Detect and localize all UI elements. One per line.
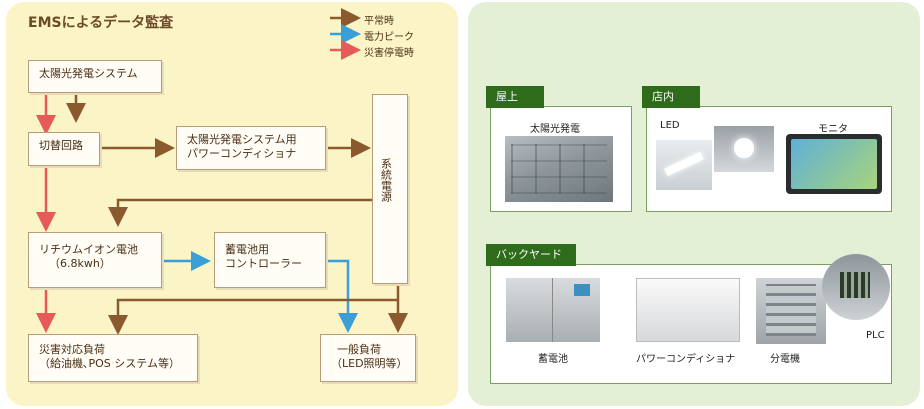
- node-general-line2: （LED照明等）: [331, 357, 408, 370]
- pcs-photo: [636, 278, 740, 342]
- node-grid-text: 系統電源: [379, 158, 393, 202]
- panel-label: 分電機: [770, 354, 800, 365]
- node-switch-circuit: 切替回路: [28, 132, 100, 166]
- solar-panel-photo: [505, 136, 613, 202]
- node-battery-line1: リチウムイオン電池: [39, 243, 138, 256]
- node-controller-line2: コントローラー: [225, 257, 302, 270]
- node-pcs-line1: 太陽光発電システム用: [187, 133, 297, 146]
- battery-photo: [506, 278, 600, 342]
- legend-disaster-label: 災害停電時: [364, 48, 414, 59]
- node-grid-power: [372, 94, 408, 284]
- node-disaster-line2: （給油機､POS システム等）: [39, 357, 180, 370]
- legend-peak-label: 電力ピーク: [364, 32, 414, 43]
- node-pcs: 太陽光発電システム用 パワーコンディショナ: [176, 126, 326, 170]
- node-controller-line1: 蓄電池用: [225, 243, 269, 256]
- node-disaster-line1: 災害対応負荷: [39, 343, 105, 356]
- store-tag: 店内: [642, 86, 700, 108]
- pcs-label: パワーコンディショナ: [636, 354, 736, 365]
- backyard-tag: バックヤード: [486, 244, 576, 266]
- node-solar-label: 太陽光発電システム: [39, 67, 138, 80]
- plc-photo: [822, 254, 890, 320]
- monitor-photo: [786, 134, 882, 194]
- node-pcs-line2: パワーコンディショナ: [187, 147, 297, 160]
- battery-label: 蓄電池: [538, 354, 568, 365]
- legend-normal-label: 平常時: [364, 16, 394, 27]
- roof-tag: 屋上: [486, 86, 544, 108]
- node-general-load: 一般負荷 （LED照明等）: [320, 334, 416, 382]
- node-grid-label: 系統電源: [376, 158, 396, 206]
- diagram-title: EMSによるデータ監査: [28, 15, 174, 31]
- panel-photo: [756, 278, 826, 344]
- led-photo-2: [714, 126, 774, 172]
- led-label: LED: [660, 120, 680, 131]
- led-photo-1: [656, 140, 712, 190]
- monitor-label: モニタ: [818, 124, 848, 135]
- solar-label: 太陽光発電: [530, 124, 580, 135]
- node-general-line1: 一般負荷: [337, 343, 381, 356]
- plc-label: PLC: [866, 330, 885, 341]
- node-switch-label: 切替回路: [39, 139, 83, 152]
- node-solar-system: 太陽光発電システム: [28, 60, 162, 93]
- node-li-battery: リチウムイオン電池 （6.8kwh）: [28, 232, 162, 288]
- node-battery-line2: （6.8kwh）: [49, 257, 111, 270]
- node-battery-controller: 蓄電池用 コントローラー: [214, 232, 326, 288]
- node-disaster-load: 災害対応負荷 （給油機､POS システム等）: [28, 334, 198, 382]
